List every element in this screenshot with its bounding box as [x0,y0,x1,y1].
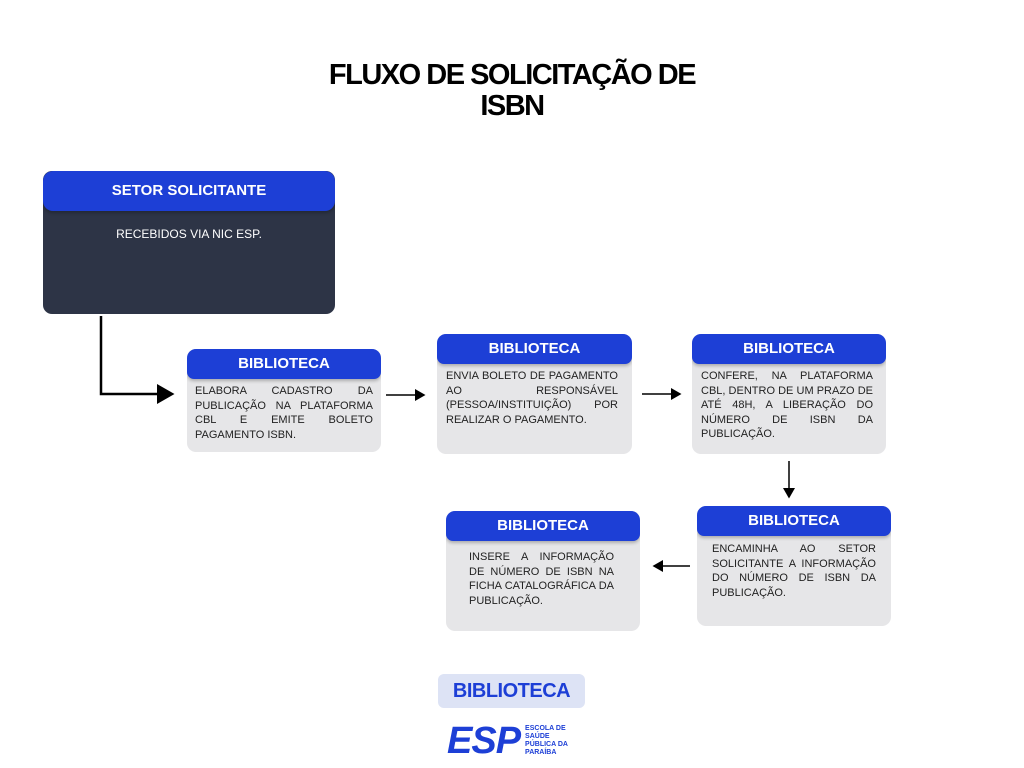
step-text: RECEBIDOS VIA NIC ESP. [116,227,262,241]
step-header: BIBLIOTECA [437,334,632,364]
title-line-1: FLUXO DE SOLICITAÇÃO DE [328,59,697,91]
step-insere-ficha: BIBLIOTECA INSERE A INFORMAÇÃO DE NÚMERO… [446,511,640,631]
step-header: BIBLIOTECA [697,506,891,536]
step-confere-plataforma: BIBLIOTECA CONFERE, NA PLATAFORMA CBL, D… [692,334,886,454]
step-setor-solicitante: SETOR SOLICITANTE RECEBIDOS VIA NIC ESP. [43,171,335,314]
page-title: FLUXO DE SOLICITAÇÃO DE ISBN [262,60,762,122]
step-header: BIBLIOTECA [187,349,381,379]
step-header: BIBLIOTECA [692,334,886,364]
step-text: ENCAMINHA AO SETOR SOLICITANTE A INFORMA… [712,543,876,599]
step-text: ELABORA CADASTRO DA PUBLICAÇÃO NA PLATAF… [195,385,373,441]
footer-biblioteca-label: BIBLIOTECA [438,674,585,708]
step-text: CONFERE, NA PLATAFORMA CBL, DENTRO DE UM… [701,370,873,440]
step-encaminha-informacao: BIBLIOTECA ENCAMINHA AO SETOR SOLICITANT… [697,506,891,626]
arrow-setor-to-cadastro [99,316,175,404]
esp-logo-mark: ESP [447,720,521,762]
step-header: BIBLIOTECA [446,511,640,541]
step-elabora-cadastro: BIBLIOTECA ELABORA CADASTRO DA PUBLICAÇÃ… [187,349,381,452]
step-header: SETOR SOLICITANTE [43,171,335,211]
esp-logo-text: ESCOLA DE SAÚDE PÚBLICA DA PARAÍBA [525,725,568,756]
step-envia-boleto: BIBLIOTECA ENVIA BOLETO DE PAGAMENTO AO … [437,334,632,454]
step-text: ENVIA BOLETO DE PAGAMENTO AO RESPONSÁVEL… [446,370,618,426]
step-text: INSERE A INFORMAÇÃO DE NÚMERO DE ISBN NA… [469,551,614,607]
esp-logo: ESP ESCOLA DE SAÚDE PÚBLICA DA PARAÍBA [447,720,575,762]
title-line-2: ISBN [480,90,545,122]
